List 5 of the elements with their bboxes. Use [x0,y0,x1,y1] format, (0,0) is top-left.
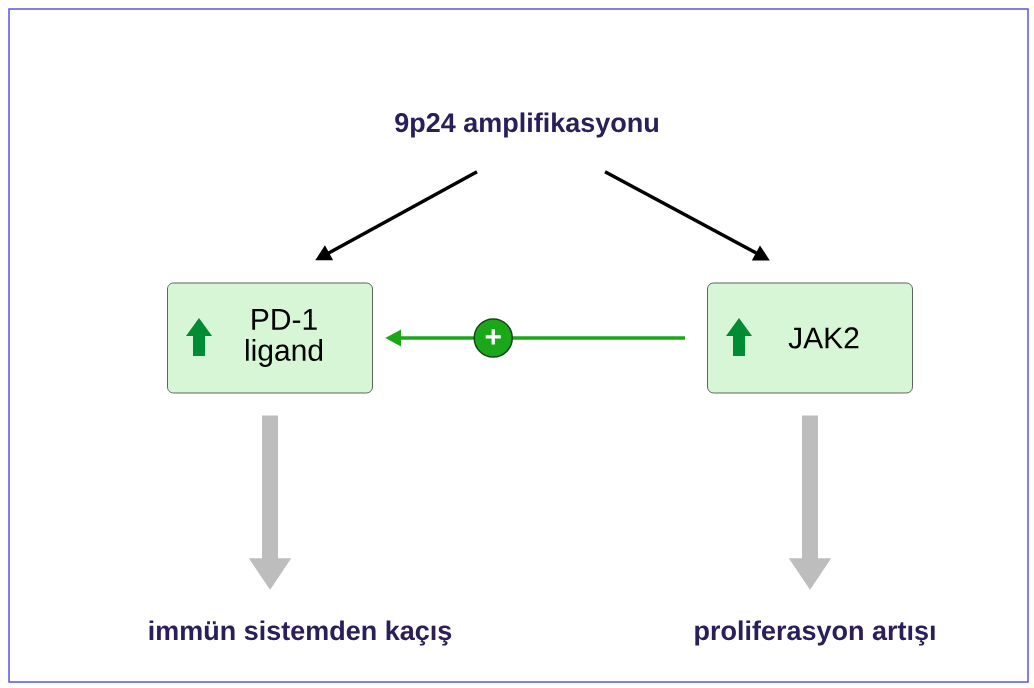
process-box: PD-1 ligand [167,282,373,394]
outcome-text: proliferasyon artışı [695,620,935,646]
outcome-text: immün sistemden kaçış [149,620,452,646]
process-box: JAK2 [707,282,913,394]
title-text: 9p24 amplifikasyonu [395,112,658,138]
